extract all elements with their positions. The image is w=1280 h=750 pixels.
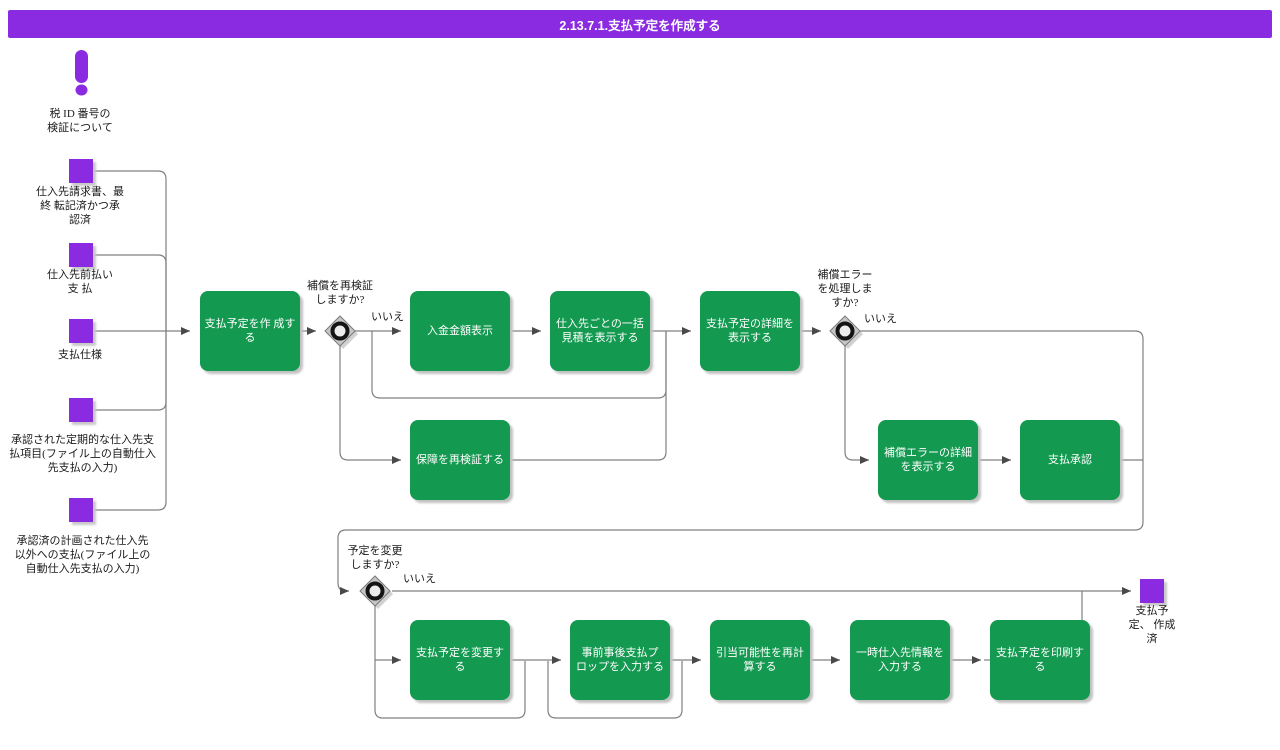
end-event-square-icon [1140, 579, 1164, 603]
start-event-2-square-icon [69, 243, 93, 267]
gateway-process-compensation-error-icon [829, 315, 863, 349]
end-event-label: 支払予 定、 作成 済 [1128, 605, 1176, 645]
gateway-process-compensation-error-label: 補償エラー を処理しま すか? [817, 269, 873, 309]
note-label: 税 ID 番号の 検証について [47, 108, 113, 134]
start-event-3-label: 支払仕様 [58, 349, 102, 361]
task-change-payment-schedule: 支払予定を変更す る [410, 620, 510, 700]
gateway3-no-label: いいえ [403, 573, 436, 585]
gateway2-no-label: いいえ [864, 313, 897, 325]
task-create-payment-schedule: 支払予定を作 成す る [200, 291, 300, 371]
start-event-4-label: 承認された定期的な仕入先支 払項目(ファイル上の自動仕入 先支払の入力) [9, 434, 156, 474]
gateway-change-schedule-label: 予定を変更 しますか? [347, 545, 403, 571]
start-event-2-label: 仕入先前払い 支 払 [47, 269, 113, 295]
task-revalidate-guarantee: 保障を再検証する [410, 420, 510, 500]
task-print-payment-schedule: 支払予定を印刷す る [990, 620, 1090, 700]
start-event-1-square-icon [69, 159, 93, 183]
task-enter-payment-prop: 事前事後支払プ ロップを入力する [570, 620, 670, 700]
start-event-4-square-icon [69, 398, 93, 422]
task-display-schedule-details: 支払予定の詳細を 表示する [700, 291, 800, 371]
gateway-change-schedule-icon [359, 575, 393, 609]
start-event-5-square-icon [69, 498, 93, 522]
exclamation-icon [75, 50, 88, 96]
start-event-3-square-icon [69, 319, 93, 343]
task-display-deposit-amount: 入金金額表示 [410, 291, 510, 371]
start-event-5-label: 承認済の計画された仕入先 以外への支払(ファイル上の 自動仕入先支払の入力) [14, 535, 151, 575]
gateway1-no-label: いいえ [371, 311, 404, 323]
task-recalculate-availability: 引当可能性を再計 算する [710, 620, 810, 700]
task-payment-approval: 支払承認 [1020, 420, 1120, 500]
task-display-batch-estimate: 仕入先ごとの一括 見積を表示する [550, 291, 650, 371]
gateway-revalidate-compensation-label: 補償を再検証 しますか? [307, 280, 373, 306]
start-event-1-label: 仕入先請求書、最 終 転記済かつ承 認済 [36, 186, 124, 226]
task-display-error-details: 補償エラーの詳細 を表示する [878, 420, 978, 500]
gateway-revalidate-compensation-icon [324, 315, 358, 349]
page-title: 2.13.7.1.支払予定を作成する [8, 10, 1272, 38]
task-enter-temp-supplier-info: 一時仕入先情報を 入力する [850, 620, 950, 700]
